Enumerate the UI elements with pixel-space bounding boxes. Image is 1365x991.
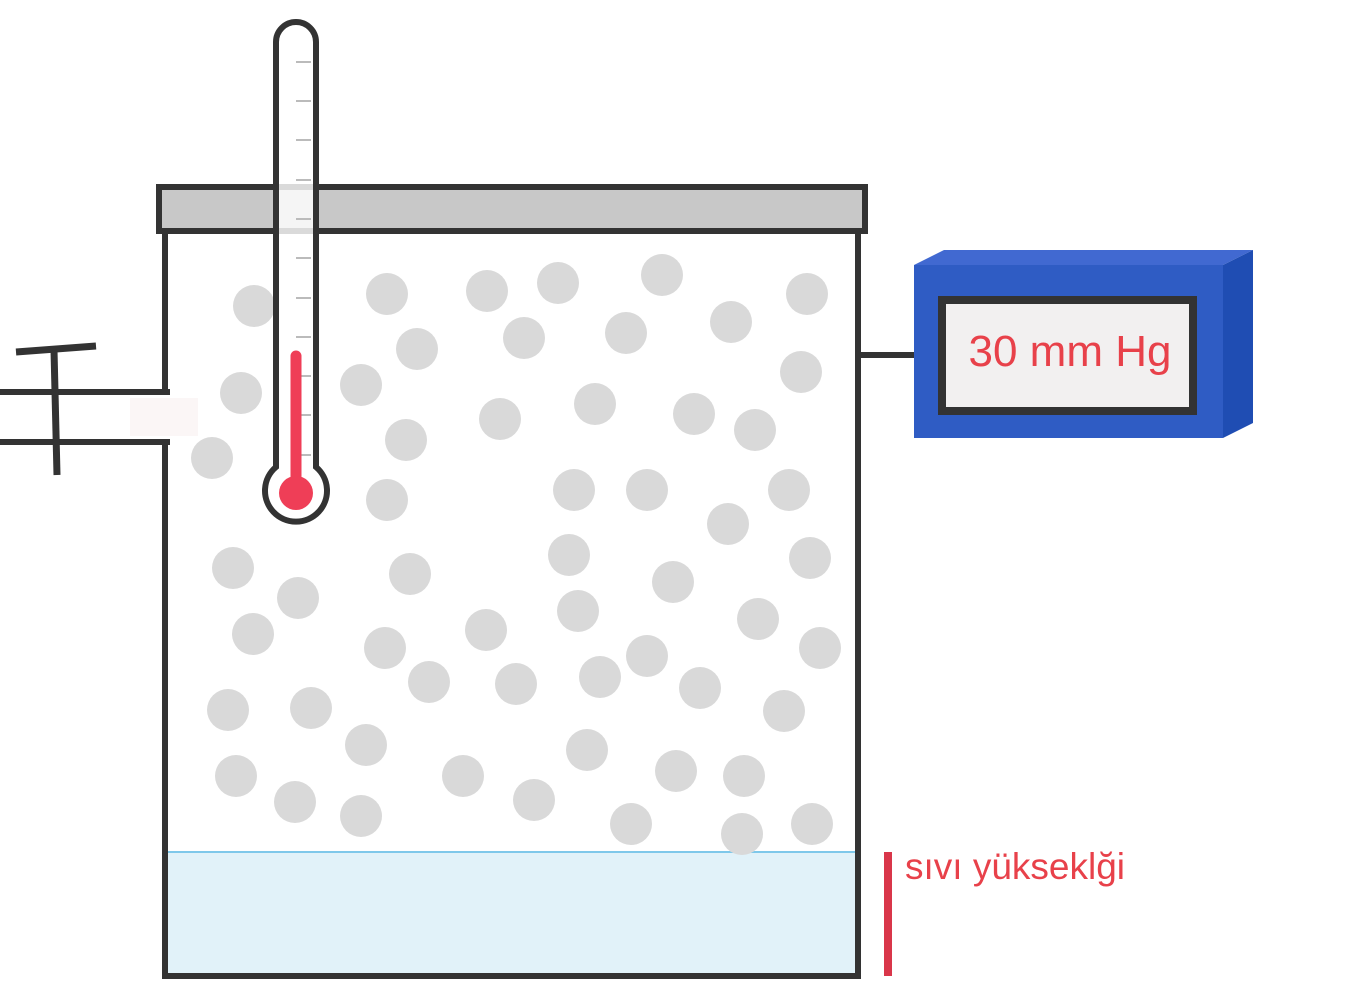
gas-particle	[232, 613, 274, 655]
gas-particle	[734, 409, 776, 451]
gas-particle	[340, 364, 382, 406]
gas-particle	[626, 469, 668, 511]
gas-particle	[673, 393, 715, 435]
gas-particle	[721, 813, 763, 855]
gas-particle	[215, 755, 257, 797]
thermometer	[262, 19, 330, 525]
manometer: 30 mm Hg	[914, 250, 1253, 438]
gas-particle	[364, 627, 406, 669]
gas-particle	[579, 656, 621, 698]
gas-particle	[479, 398, 521, 440]
valve-opening	[130, 398, 198, 436]
gas-particle	[466, 270, 508, 312]
gas-particle	[503, 317, 545, 359]
gas-particle	[274, 781, 316, 823]
manometer-side-face	[1223, 250, 1253, 438]
gas-particle	[780, 351, 822, 393]
gas-particle	[768, 469, 810, 511]
thermometer-scale	[296, 61, 311, 456]
gas-particle	[786, 273, 828, 315]
gas-particle	[366, 479, 408, 521]
valve-stem	[50, 349, 61, 476]
gas-particle	[212, 547, 254, 589]
gas-particle	[553, 469, 595, 511]
gas-particle	[389, 553, 431, 595]
thermometer-tube	[262, 19, 330, 525]
gas-particle	[655, 750, 697, 792]
liquid-body	[165, 852, 858, 974]
gas-particles	[191, 254, 841, 855]
gas-particle	[710, 301, 752, 343]
thermometer-bulb	[279, 476, 313, 510]
gas-particle	[610, 803, 652, 845]
gas-particle	[791, 803, 833, 845]
liquid-height-label: sıvı yükseklği	[905, 846, 1125, 887]
gas-particle	[277, 577, 319, 619]
gas-particle	[408, 661, 450, 703]
gas-particle	[495, 663, 537, 705]
manometer-top-face	[914, 250, 1253, 265]
gas-particle	[207, 689, 249, 731]
manometer-reading: 30 mm Hg	[969, 327, 1172, 376]
gas-particle	[537, 262, 579, 304]
gas-particle	[220, 372, 262, 414]
container-walls	[162, 230, 861, 979]
gas-particle	[626, 635, 668, 677]
gas-particle	[513, 779, 555, 821]
gas-particle	[366, 273, 408, 315]
gas-particle	[548, 534, 590, 576]
gas-particle	[233, 285, 275, 327]
gas-particle	[290, 687, 332, 729]
gas-particle	[641, 254, 683, 296]
gas-particle	[340, 795, 382, 837]
container-lid	[156, 184, 868, 234]
manometer-display	[938, 296, 1197, 415]
gas-particle	[723, 755, 765, 797]
gas-particle	[465, 609, 507, 651]
gas-particle	[442, 755, 484, 797]
gas-particle	[566, 729, 608, 771]
gas-particle	[605, 312, 647, 354]
gas-particle	[707, 503, 749, 545]
gas-particle	[396, 328, 438, 370]
gas-particle	[737, 598, 779, 640]
gas-particle	[191, 437, 233, 479]
gas-particle	[789, 537, 831, 579]
gas-particle	[799, 627, 841, 669]
gas-particle	[385, 419, 427, 461]
gas-particle	[679, 667, 721, 709]
gas-particle	[345, 724, 387, 766]
valve[interactable]	[0, 342, 198, 476]
gas-particle	[557, 590, 599, 632]
valve-handle[interactable]	[15, 342, 97, 356]
gas-particle	[652, 561, 694, 603]
gas-particle	[763, 690, 805, 732]
gas-particle	[574, 383, 616, 425]
